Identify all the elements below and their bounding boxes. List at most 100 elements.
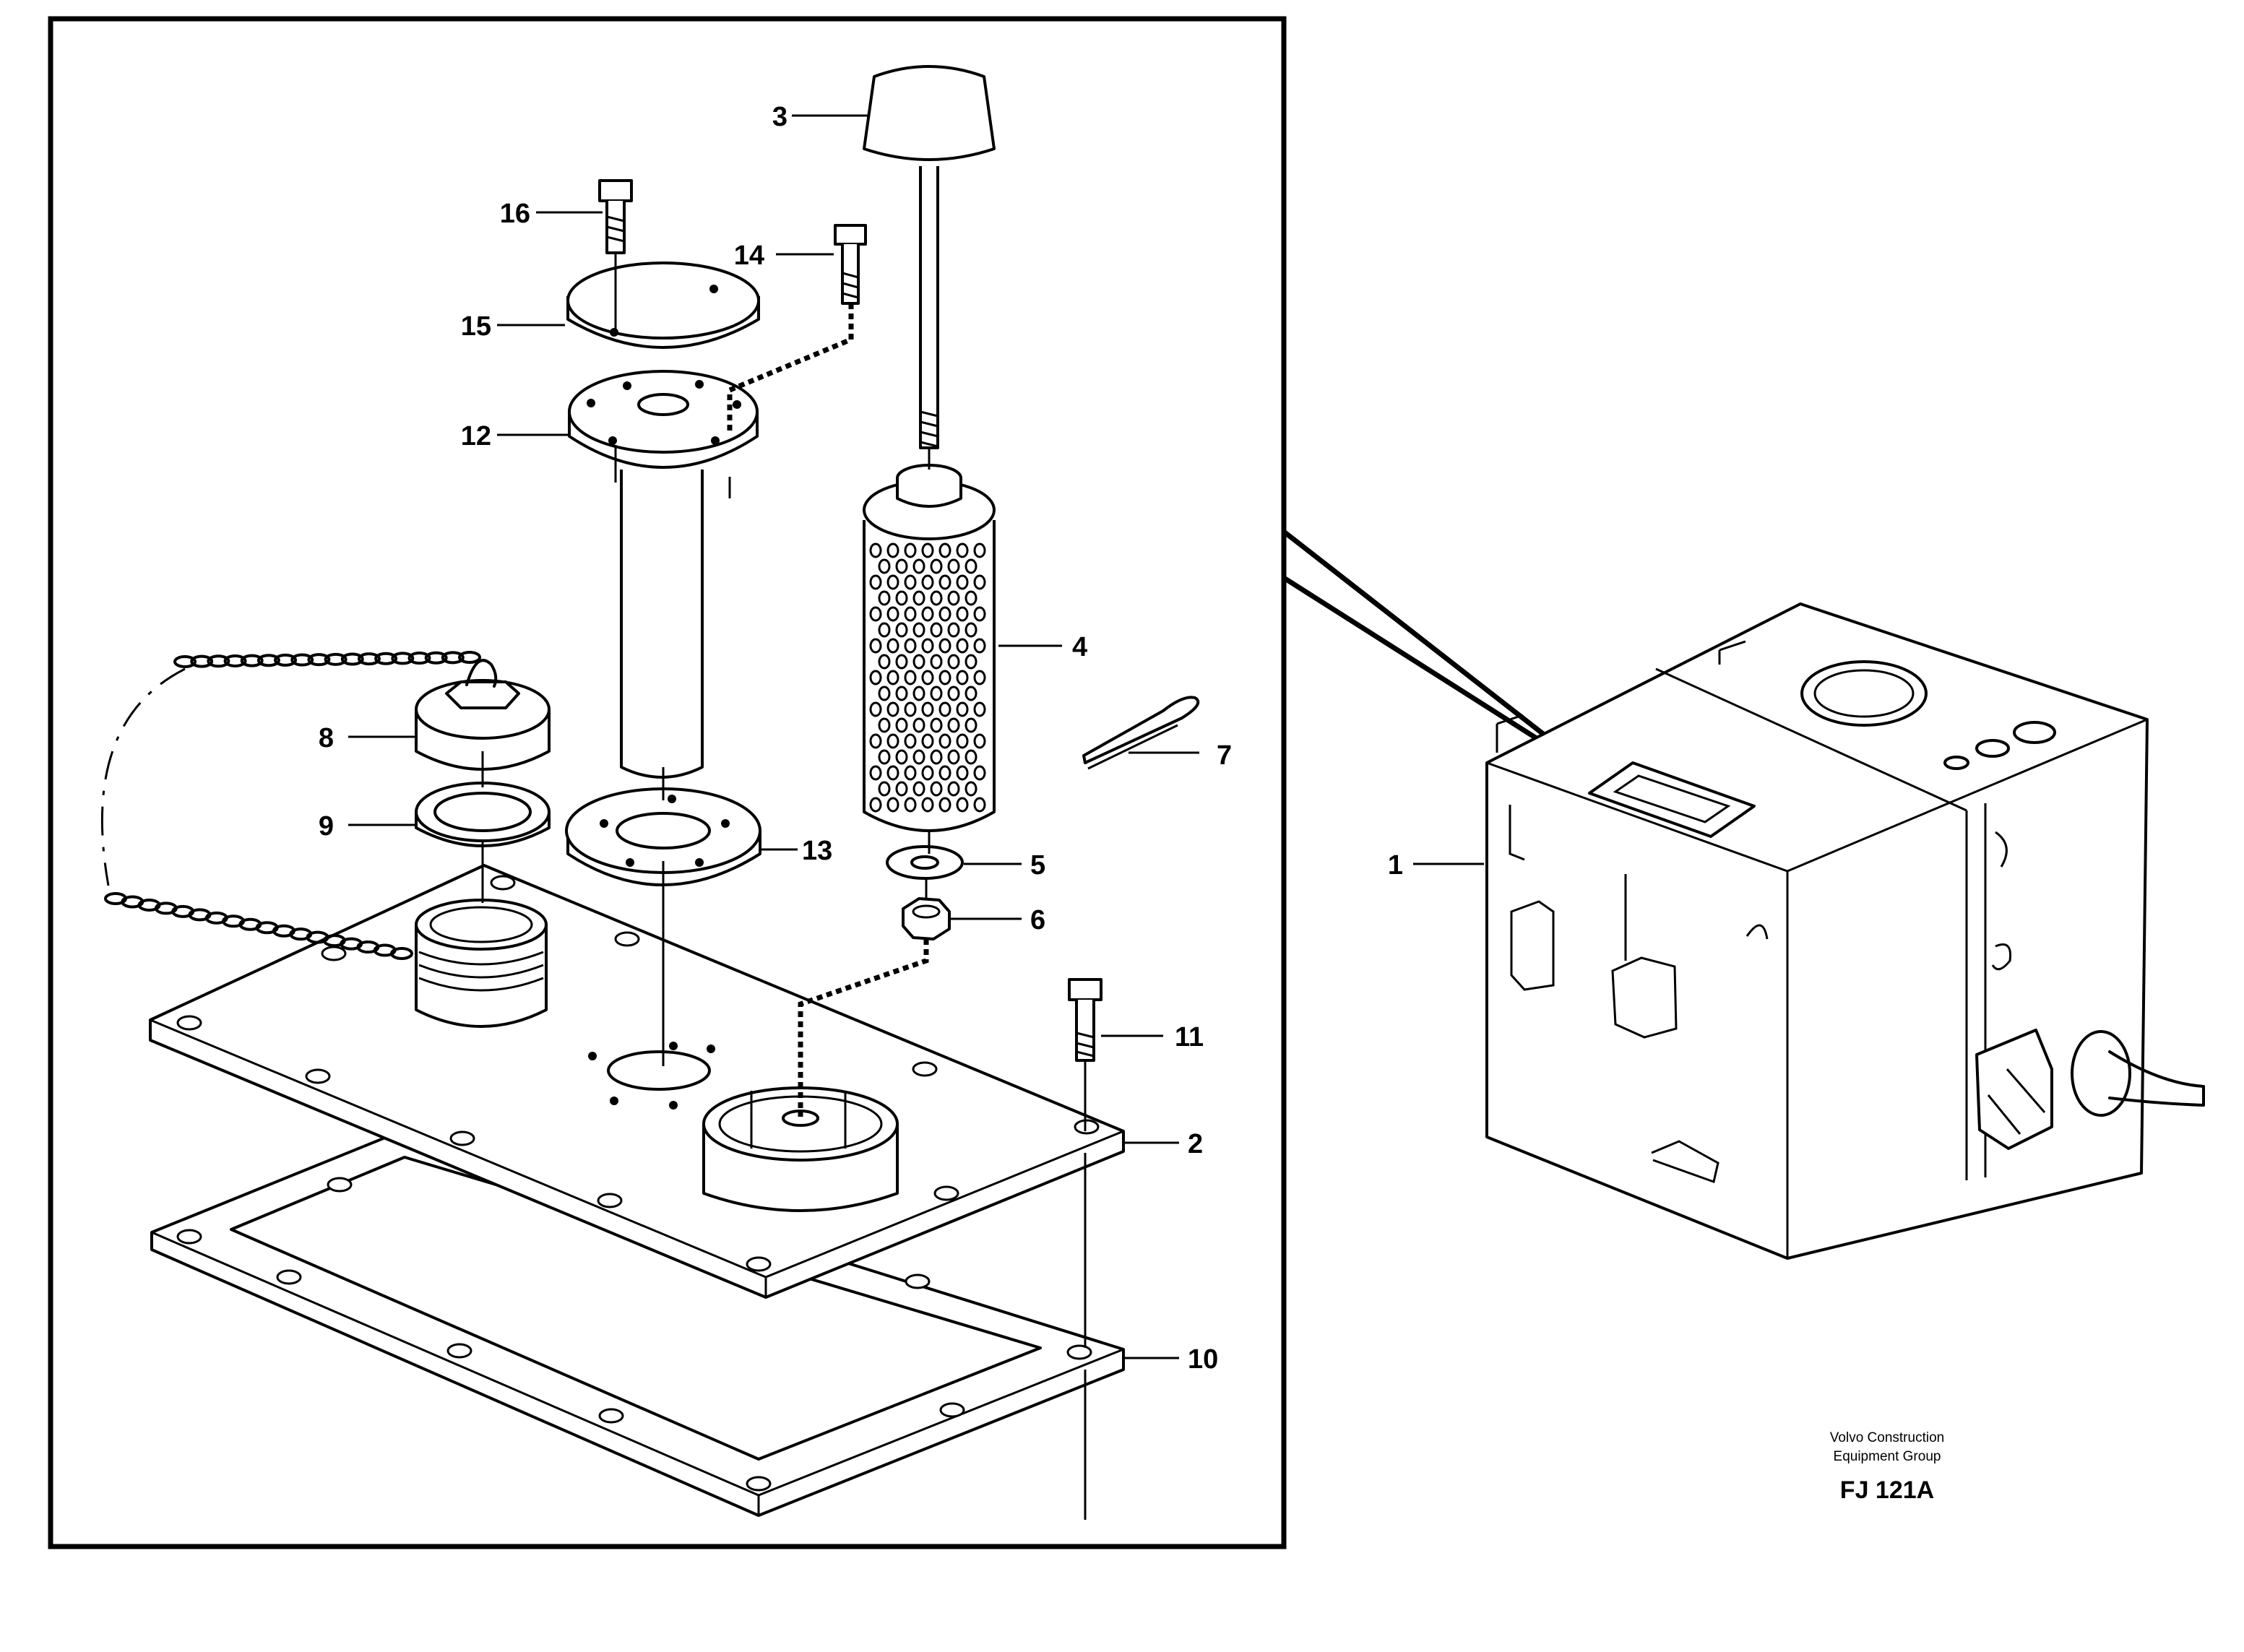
figure-caption: Volvo Construction Equipment Group FJ 12…: [1830, 1430, 1944, 1504]
callout-10: 10: [1188, 1344, 1218, 1375]
filter-perforation: [869, 765, 882, 781]
assembly-lines: [481, 253, 1087, 1520]
filter-perforation: [930, 686, 943, 701]
filter-perforation: [973, 542, 986, 558]
filter-perforation: [930, 590, 943, 606]
callouts: 3 16 14 15 12 4 8 7 9 13 5 1 6 11 2 10: [319, 102, 1403, 1375]
filter-perforation: [904, 638, 917, 654]
filter-perforation: [895, 749, 908, 765]
filter-perforation: [938, 606, 951, 622]
filter-perforation: [895, 686, 908, 701]
filter-perforation: [947, 749, 960, 765]
filter-perforation: [938, 638, 951, 654]
filter-perforation: [938, 542, 951, 558]
caption-company-line2: Equipment Group: [1834, 1449, 1941, 1464]
filter-perforation: [956, 701, 969, 717]
chain-link: [424, 651, 448, 665]
filter-perforation: [973, 606, 986, 622]
filter-perforation: [921, 765, 934, 781]
filter-perforation: [904, 606, 917, 622]
callout-12: 12: [461, 421, 491, 451]
filter-perforation: [930, 717, 943, 733]
filter-perforation: [930, 654, 943, 670]
callout-1: 1: [1388, 850, 1403, 881]
filter-perforation: [965, 781, 978, 797]
filter-perforation: [973, 701, 986, 717]
filler-cap-8: [415, 659, 551, 771]
filter-perforation: [930, 622, 943, 638]
filter-perforation: [878, 590, 891, 606]
filter-perforation: [886, 797, 899, 813]
filter-perforation: [886, 670, 899, 686]
figure-code: FJ 121A: [1840, 1476, 1934, 1504]
filter-perforation: [912, 622, 925, 638]
filter-perforation: [878, 654, 891, 670]
filter-perforation: [921, 670, 934, 686]
filter-perforation: [912, 717, 925, 733]
filter-perforation: [912, 749, 925, 765]
filter-perforation: [930, 749, 943, 765]
filter-perforation: [878, 781, 891, 797]
filter-perforation: [973, 733, 986, 749]
filter-perforation: [895, 590, 908, 606]
filter-perforation: [912, 781, 925, 797]
filter-perforation: [947, 622, 960, 638]
filter-perforation: [938, 765, 951, 781]
filter-perforation: [965, 749, 978, 765]
callout-15: 15: [461, 311, 491, 342]
callout-8: 8: [319, 723, 334, 753]
filter-perforation: [956, 670, 969, 686]
callout-5: 5: [1030, 850, 1045, 881]
callout-16: 16: [500, 199, 530, 229]
filter-perforation: [912, 686, 925, 701]
filter-element-4: [863, 464, 996, 832]
chain-link: [173, 655, 197, 668]
filter-perforation: [886, 701, 899, 717]
filter-perforation: [904, 701, 917, 717]
washer-5: [886, 845, 964, 880]
caption-company-line1: Volvo Construction: [1830, 1430, 1944, 1445]
chain-link: [340, 652, 364, 666]
filter-perforation: [886, 638, 899, 654]
filter-perforation: [886, 542, 899, 558]
filter-perforation: [921, 574, 934, 590]
callout-3: 3: [772, 102, 787, 132]
chain-link: [190, 654, 214, 668]
tank-overview: [1485, 602, 2205, 1260]
chain: [104, 651, 481, 960]
filter-perforation: [965, 590, 978, 606]
screw-14: [834, 224, 867, 305]
filter-perforation: [921, 542, 934, 558]
chain-link: [223, 654, 247, 667]
filter-perforation: [956, 765, 969, 781]
filter-perforation: [869, 606, 882, 622]
flange-tube-12: [568, 370, 759, 779]
callout-11: 11: [1175, 1022, 1204, 1052]
callout-13: 13: [802, 836, 832, 866]
filter-perforation: [956, 638, 969, 654]
filter-perforation: [912, 558, 925, 574]
gasket-frame-10: [150, 1125, 1125, 1517]
filter-perforation: [921, 701, 934, 717]
callout-6: 6: [1030, 905, 1045, 935]
filter-perforation: [869, 733, 882, 749]
filter-perforation: [938, 797, 951, 813]
chain-link: [207, 654, 230, 668]
filter-perforation: [912, 654, 925, 670]
filter-perforation: [912, 590, 925, 606]
chain-link: [274, 653, 298, 667]
filter-perforation: [938, 701, 951, 717]
screw-16: [598, 179, 633, 254]
callout-2: 2: [1188, 1129, 1203, 1159]
callout-9: 9: [319, 811, 334, 842]
filter-perforation: [878, 717, 891, 733]
filter-perforation: [869, 574, 882, 590]
filter-perforation: [956, 733, 969, 749]
callout-4: 4: [1072, 632, 1087, 662]
chain-dashed-link: [100, 667, 186, 886]
chain-link: [441, 651, 465, 665]
filter-perforation: [921, 638, 934, 654]
filter-perforation: [895, 781, 908, 797]
filter-perforation: [938, 670, 951, 686]
chain-link: [407, 652, 431, 665]
